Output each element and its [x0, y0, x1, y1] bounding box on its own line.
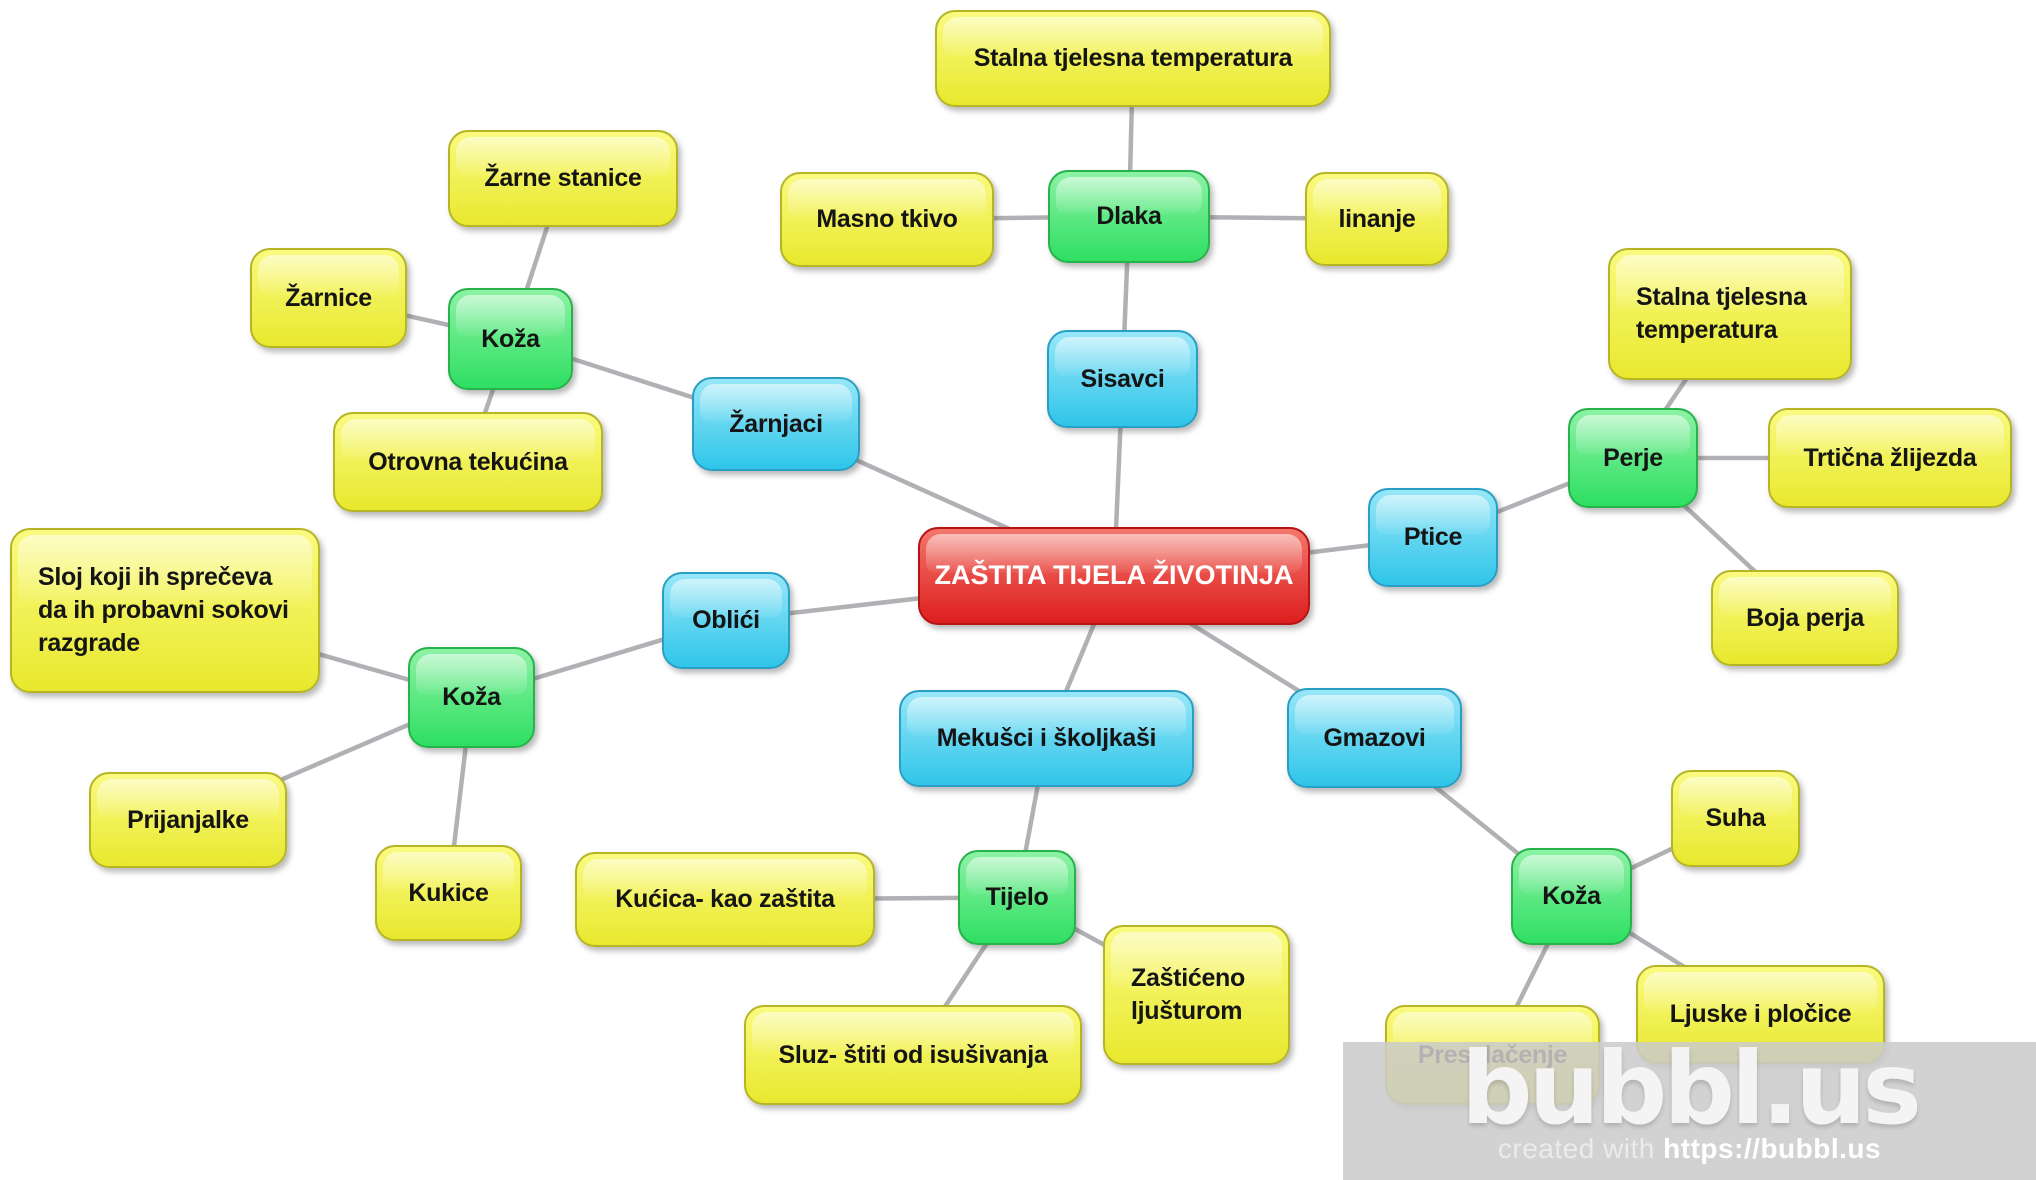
node-sluz[interactable]: Sluz- štiti od isušivanja	[744, 1005, 1082, 1105]
node-zasticeno[interactable]: Zaštićeno ljušturom	[1103, 925, 1290, 1065]
node-koza-left[interactable]: Koža	[408, 647, 535, 748]
watermark-tagline-prefix: created with	[1497, 1133, 1664, 1164]
node-otrovna[interactable]: Otrovna tekućina	[333, 412, 603, 512]
node-ptice[interactable]: Ptice	[1368, 488, 1498, 587]
node-label: Otrovna tekućina	[368, 447, 568, 476]
node-tijelo[interactable]: Tijelo	[958, 850, 1076, 945]
node-koza-br[interactable]: Koža	[1511, 848, 1632, 945]
node-stalna-top[interactable]: Stalna tjelesna temperatura	[935, 10, 1331, 107]
node-label: Sloj koji ih sprečeva da ih probavni sok…	[38, 563, 289, 657]
node-label: Kukice	[408, 878, 489, 907]
node-label: Prijanjalke	[127, 805, 249, 834]
node-label: Suha	[1705, 804, 1766, 832]
node-trticna[interactable]: Trtična žlijezda	[1768, 408, 2012, 508]
node-boja-perja[interactable]: Boja perja	[1711, 570, 1899, 666]
node-zarne-stanice[interactable]: Žarne stanice	[448, 130, 678, 227]
node-dlaka[interactable]: Dlaka	[1048, 170, 1210, 263]
watermark-tagline: created with https://bubbl.us	[1498, 1133, 1881, 1165]
node-label: Žarne stanice	[484, 164, 642, 192]
node-label: Sisavci	[1080, 364, 1165, 393]
node-linanje[interactable]: linanje	[1305, 172, 1449, 266]
node-label: Tijelo	[985, 883, 1049, 911]
node-koza-ul[interactable]: Koža	[448, 288, 573, 390]
bubbl-logo: bubbl.us	[1461, 1030, 1922, 1147]
node-prijanjalke[interactable]: Prijanjalke	[89, 772, 287, 868]
node-zarnjaci[interactable]: Žarnjaci	[692, 377, 860, 471]
node-label: Dlaka	[1096, 202, 1162, 230]
node-label: Oblići	[692, 606, 760, 634]
node-label: Gmazovi	[1323, 723, 1426, 752]
node-sisavci[interactable]: Sisavci	[1047, 330, 1198, 428]
node-label: Trtična žlijezda	[1803, 443, 1977, 472]
node-label: Mekušci i školjkaši	[936, 724, 1157, 752]
node-label: ZAŠTITA TIJELA ŽIVOTINJA	[934, 560, 1294, 591]
node-label: Ptice	[1403, 523, 1463, 551]
node-label: Koža	[1542, 882, 1601, 910]
node-stalna-right[interactable]: Stalna tjelesna temperatura	[1608, 248, 1852, 380]
node-mekusci[interactable]: Mekušci i školjkaši	[899, 690, 1194, 787]
node-masno[interactable]: Masno tkivo	[780, 172, 994, 267]
node-center[interactable]: ZAŠTITA TIJELA ŽIVOTINJA	[918, 527, 1310, 625]
node-label: Zaštićeno ljušturom	[1131, 964, 1245, 1025]
node-suha[interactable]: Suha	[1671, 770, 1800, 867]
node-label: Žarnjaci	[729, 409, 823, 438]
node-oblici[interactable]: Oblići	[662, 572, 790, 669]
node-sloj[interactable]: Sloj koji ih sprečeva da ih probavni sok…	[10, 528, 320, 693]
node-label: Sluz- štiti od isušivanja	[778, 1040, 1048, 1069]
node-label: Stalna tjelesna temperatura	[1636, 283, 1807, 344]
node-label: Koža	[442, 683, 501, 711]
node-label: linanje	[1338, 204, 1416, 233]
node-kukice[interactable]: Kukice	[375, 845, 522, 941]
node-label: Kućica- kao zaštita	[615, 885, 835, 913]
node-label: Masno tkivo	[816, 205, 958, 233]
node-kucica[interactable]: Kućica- kao zaštita	[575, 852, 875, 947]
node-perje[interactable]: Perje	[1568, 408, 1698, 508]
watermark-url: https://bubbl.us	[1663, 1133, 1882, 1164]
node-label: Stalna tjelesna temperatura	[973, 44, 1293, 72]
node-label: Boja perja	[1746, 603, 1864, 632]
node-zarnice[interactable]: Žarnice	[250, 248, 407, 348]
watermark-bar: bubbl.us created with https://bubbl.us	[1343, 1030, 2036, 1180]
node-label: Žarnice	[285, 283, 372, 312]
node-label: Koža	[481, 324, 540, 353]
node-gmazovi[interactable]: Gmazovi	[1287, 688, 1462, 788]
node-label: Perje	[1603, 443, 1663, 472]
node-label: Ljuske i pločice	[1669, 1000, 1852, 1028]
